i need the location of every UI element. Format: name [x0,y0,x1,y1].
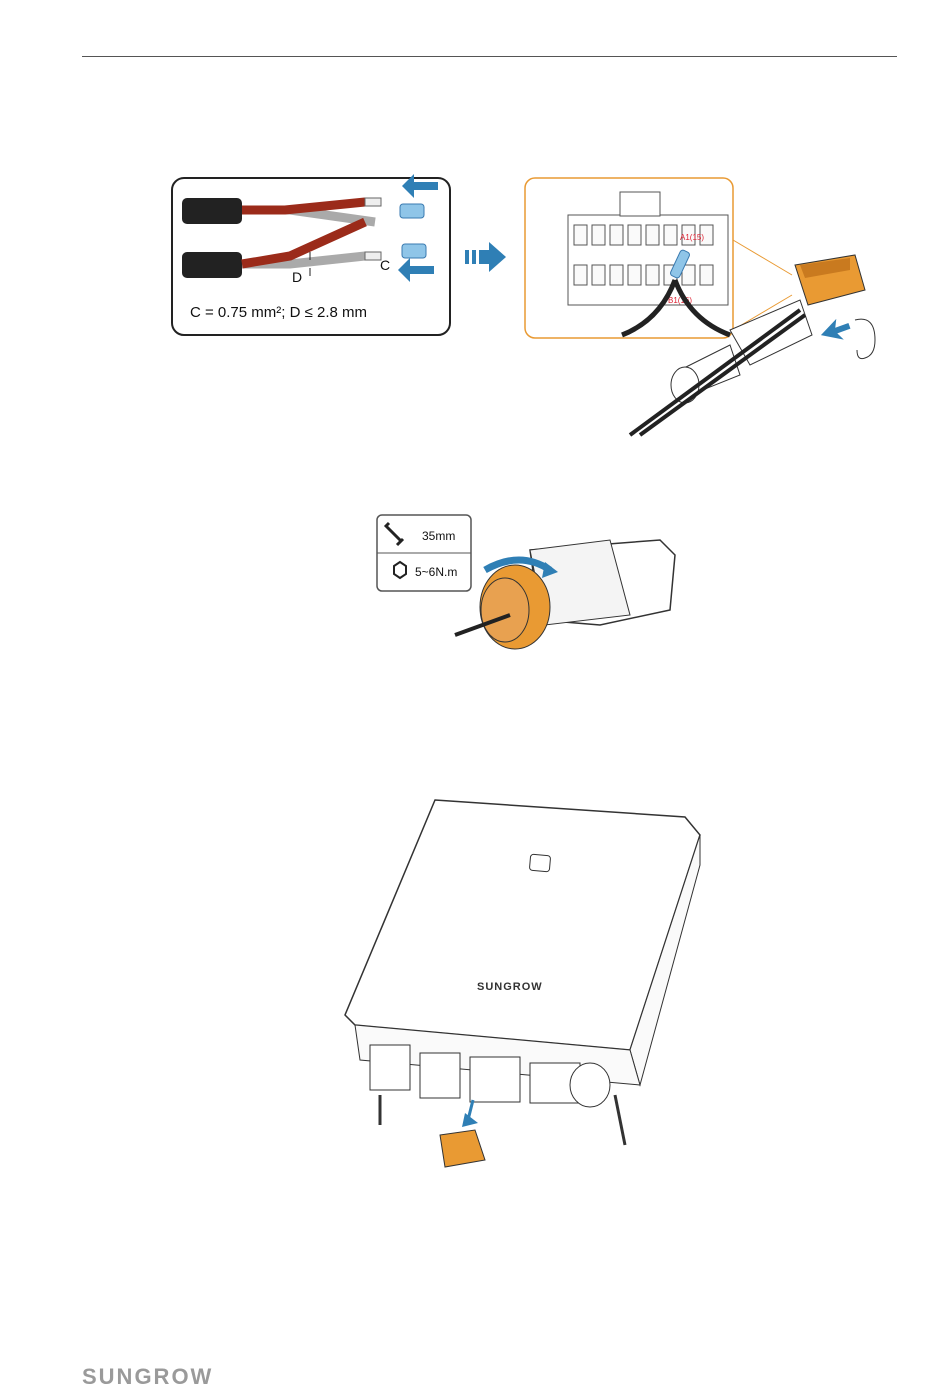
nut-icon [394,562,406,578]
label-d: D [292,269,302,285]
process-arrow-icon [465,242,506,272]
device-brand: SUNGROW [477,981,543,993]
cable-sheath-top [182,198,242,224]
tool-spec-box: 35mm 5~6N.m [377,515,471,591]
spec-formula: C = 0.75 mm²; D ≤ 2.8 mm [190,304,367,321]
pin-label-a1: A1(15) [680,233,704,242]
header-rule [82,56,897,57]
connector-body [455,540,675,649]
wire-strip-panel: D C C = 0.75 mm²; D ≤ 2.8 mm [172,174,450,335]
arrow-insert-icon [817,315,853,346]
label-c: C [380,257,390,273]
torque-value: 5~6N.m [415,565,457,579]
orange-connector-plug [440,1130,485,1167]
cable-sheath-bottom [182,252,242,278]
footer-logo: SUNGROW [82,1364,213,1390]
inverter-device: SUNGROW [345,800,700,1167]
tool-size: 35mm [422,529,455,543]
connector-detail-panel: A1(15) B1(16) [525,178,792,338]
figure-tighten-nut: 35mm 5~6N.m [370,510,690,670]
figure-wire-insertion: D C C = 0.75 mm²; D ≤ 2.8 mm [160,170,900,440]
ear-icon [855,319,875,358]
figure-inverter: SUNGROW [340,795,710,1175]
led-indicator-icon [529,854,550,872]
